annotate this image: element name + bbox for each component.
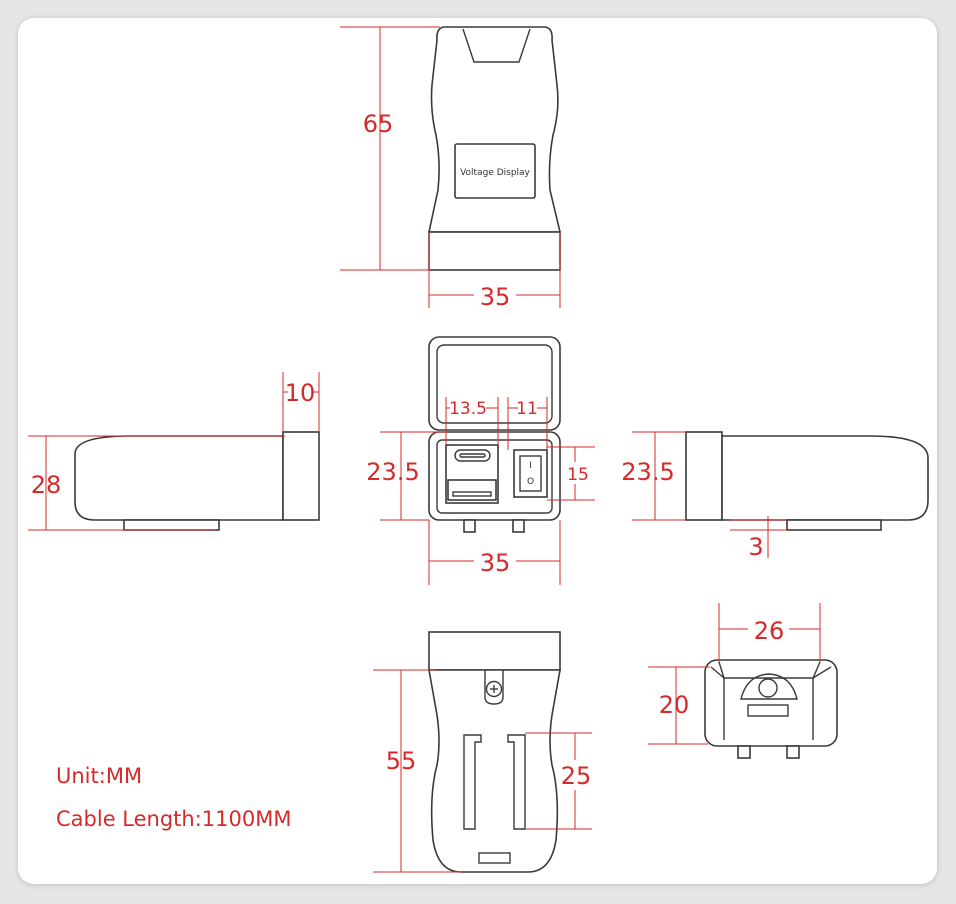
voltage-display-window <box>454 143 536 199</box>
power-switch-rocker <box>519 455 542 492</box>
end-view-bevel <box>718 661 821 679</box>
bottom-height-label: 55 <box>386 747 417 775</box>
top-view-cap <box>428 231 561 271</box>
power-switch <box>513 449 548 498</box>
end-view-port <box>747 704 789 717</box>
front-left-height-label: 23.5 <box>366 458 419 486</box>
usb-a-port <box>447 479 497 501</box>
bottom-view-cap <box>428 631 561 671</box>
front-right-foot <box>512 519 525 533</box>
end-view-left-foot <box>737 745 751 759</box>
end-height-label: 20 <box>659 691 690 719</box>
bottom-vent <box>478 852 511 864</box>
end-view-corner-right <box>812 666 832 679</box>
top-view-body <box>428 26 562 233</box>
left-rail-slot <box>463 734 482 830</box>
front-left-foot <box>463 519 476 533</box>
top-height-label: 65 <box>363 110 394 138</box>
usb-a-port-tongue <box>452 491 492 497</box>
usb-c-port <box>454 449 491 462</box>
front-lid-inner <box>436 344 553 424</box>
end-view-corner-left <box>710 666 725 679</box>
left-height-label: 28 <box>31 471 62 499</box>
right-height-label: 23.5 <box>621 458 674 486</box>
right-view-body <box>721 435 929 521</box>
screw-bracket <box>484 670 504 705</box>
front-body-inner <box>436 439 553 514</box>
front-lid <box>428 336 561 431</box>
switch-width-label: 11 <box>516 399 538 419</box>
switch-height-label: 15 <box>567 465 589 485</box>
left-side-view: 28 10 <box>28 372 320 531</box>
end-view-led <box>758 678 778 698</box>
voltage-display-label: Voltage Display <box>460 168 530 178</box>
left-view-foot <box>123 519 220 531</box>
top-view: Voltage Display 65 35 <box>340 26 562 311</box>
switch-off-mark: O <box>527 477 534 487</box>
switch-on-mark: I <box>529 461 532 471</box>
front-view: I O 23.5 13.5 11 15 35 <box>366 336 595 585</box>
usbc-width-label: 13.5 <box>449 399 487 419</box>
end-view: 26 20 <box>648 603 838 759</box>
bottom-view-body <box>428 669 561 873</box>
end-view-body <box>704 659 838 747</box>
usb-c-port-inner <box>459 453 486 458</box>
end-view-right-foot <box>786 745 800 759</box>
right-rail-slot <box>507 734 526 830</box>
right-view-cap <box>685 431 723 521</box>
bottom-view: 55 25 <box>373 631 592 873</box>
end-width-label: 26 <box>754 617 785 645</box>
screw-head <box>485 680 503 698</box>
right-side-view: 23.5 3 <box>621 431 929 561</box>
front-width-label: 35 <box>480 549 511 577</box>
slot-height-label: 25 <box>561 762 592 790</box>
left-view-body <box>74 435 284 521</box>
cable-length-note: Cable Length:1100MM <box>56 807 292 831</box>
unit-note: Unit:MM <box>56 764 143 788</box>
top-view-notch <box>462 28 531 63</box>
end-view-dome <box>740 673 798 700</box>
left-cap-label: 10 <box>285 379 316 407</box>
left-view-cap <box>282 431 320 521</box>
right-foot-label: 3 <box>748 533 763 561</box>
top-width-label: 35 <box>480 283 511 311</box>
right-view-foot <box>786 519 882 531</box>
